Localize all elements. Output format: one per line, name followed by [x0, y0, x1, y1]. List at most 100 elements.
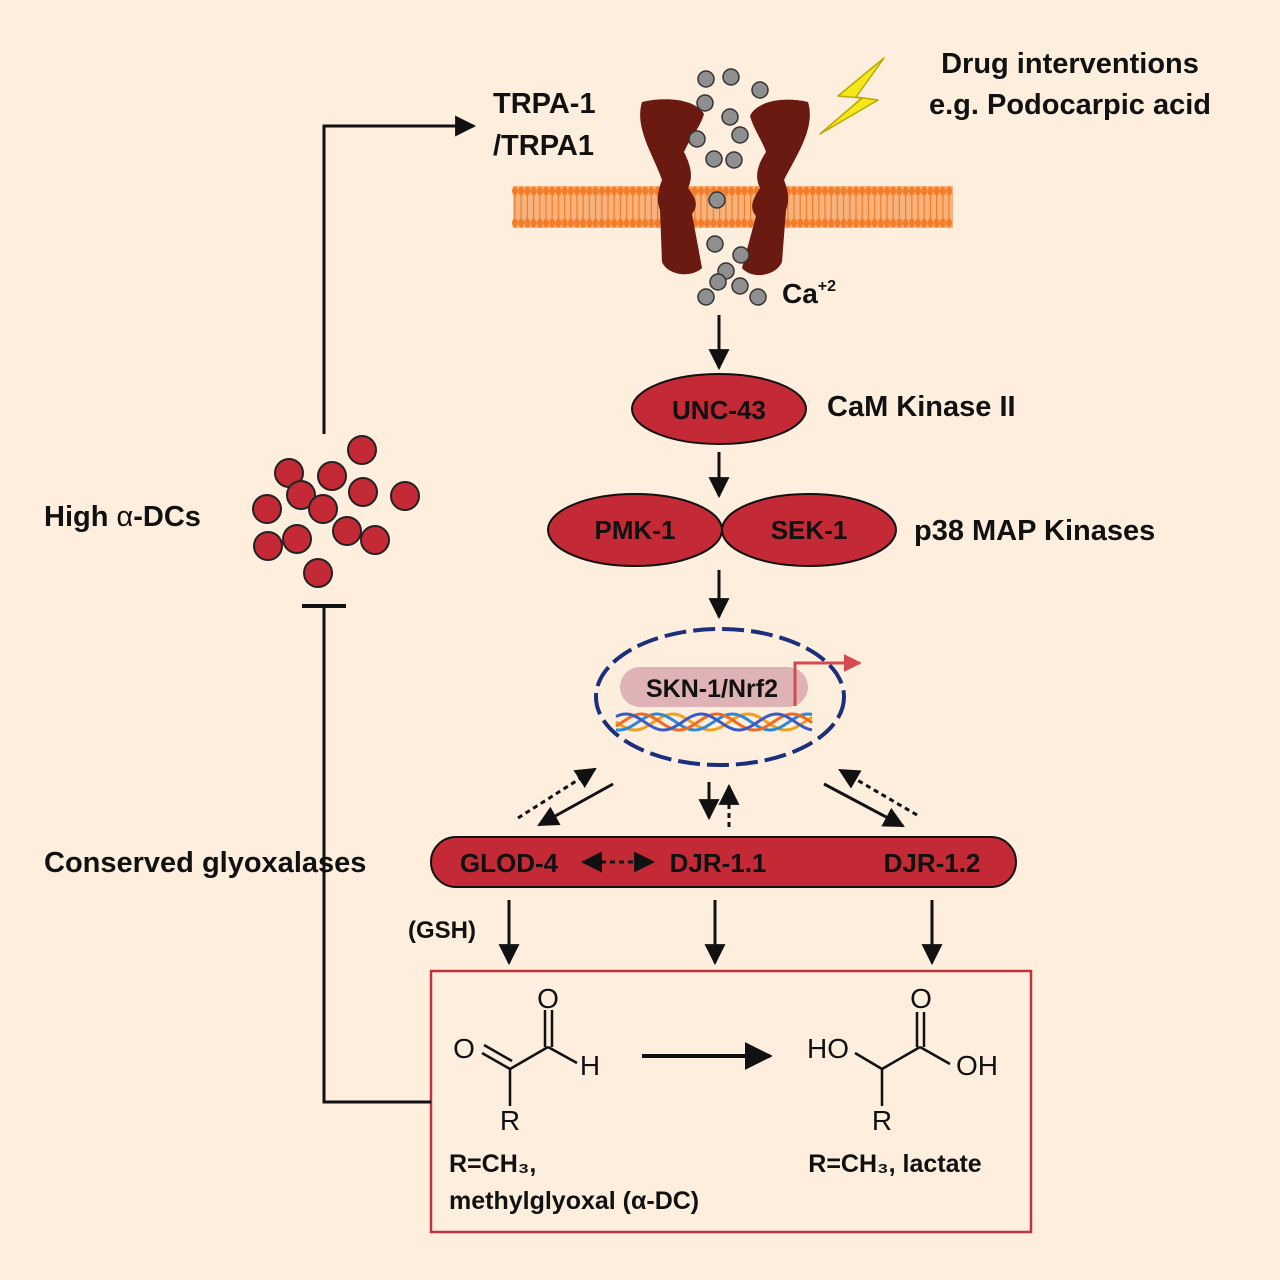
camk-label: CaM Kinase II — [827, 391, 1016, 423]
lipid-head — [791, 218, 797, 228]
lipid-head — [791, 186, 797, 196]
unc43-label: UNC-43 — [672, 395, 766, 425]
substrate-caption-line1: R=CH₃, — [449, 1150, 536, 1178]
lipid-head — [629, 218, 636, 228]
arrow-skn1-to-djr12 — [823, 782, 905, 828]
lipid-head — [543, 186, 549, 196]
product-caption: R=CH₃, lactate — [808, 1150, 982, 1178]
arrow-skn1-to-glod4 — [537, 782, 614, 827]
lipid-head — [828, 186, 835, 196]
channel-label-line2: /TRPA1 — [493, 130, 594, 162]
lipid-head — [741, 186, 748, 196]
lipid-head — [536, 218, 543, 228]
lipid-head — [512, 186, 518, 196]
lipid-head — [729, 186, 735, 196]
alpha-dc-molecule — [286, 480, 316, 510]
lipid-head — [580, 218, 587, 228]
lipid-head — [784, 218, 791, 228]
lipid-head — [549, 218, 556, 228]
lipid-head — [927, 186, 934, 196]
lipid-head — [741, 218, 748, 228]
lipid-head — [617, 186, 624, 196]
lipid-head — [598, 186, 605, 196]
calcium-ion — [696, 94, 714, 112]
lipid-head — [735, 186, 742, 196]
lipid-head — [884, 218, 890, 228]
alpha-dc-molecule — [348, 477, 378, 507]
lipid-head — [605, 186, 611, 196]
lightning-bolt-icon — [819, 57, 885, 135]
lipid-head — [729, 218, 735, 228]
lipid-head — [636, 218, 642, 228]
lipid-head — [629, 186, 636, 196]
lipid-head — [822, 186, 828, 196]
lipid-head — [871, 218, 878, 228]
substrate-caption-line2: methylglyoxal (α-DC) — [449, 1187, 699, 1215]
channel-label-line1: TRPA-1 — [493, 88, 596, 120]
lactate-structure — [854, 1012, 951, 1106]
lipid-head — [915, 186, 921, 196]
lipid-head — [859, 218, 866, 228]
glyoxalase-bar — [430, 836, 1017, 888]
lipid-head — [747, 218, 754, 228]
lipid-head — [896, 218, 903, 228]
product-acid-hydroxyl: OH — [956, 1050, 998, 1081]
calcium-ion — [688, 130, 706, 148]
alpha-dc-molecule — [332, 516, 362, 546]
product-hydroxyl: HO — [807, 1033, 849, 1064]
lipid-head — [567, 186, 574, 196]
nucleus-envelope — [594, 627, 846, 767]
alpha-dc-molecule — [347, 435, 377, 465]
sek1-node — [721, 493, 897, 567]
lipid-head — [623, 186, 630, 196]
lipid-head — [586, 218, 593, 228]
lipid-head — [561, 218, 568, 228]
lipid-head — [518, 186, 525, 196]
calcium-ion — [732, 246, 750, 264]
lipid-head — [704, 218, 711, 228]
lipid-head — [890, 218, 897, 228]
lipid-head — [574, 186, 580, 196]
lipid-head — [797, 186, 804, 196]
lipid-head — [648, 218, 655, 228]
glod4-label: GLOD-4 — [460, 848, 559, 878]
lipid-head — [822, 218, 828, 228]
calcium-ion — [749, 288, 767, 306]
alpha-dc-molecule — [252, 494, 282, 524]
alpha-dc-molecule — [360, 525, 390, 555]
lipid-head — [561, 186, 568, 196]
unc43-node — [631, 373, 807, 445]
lipid-head — [896, 186, 903, 196]
lipid-head — [598, 218, 605, 228]
lipid-head — [735, 218, 742, 228]
lipid-head — [946, 186, 952, 196]
lipid-head — [834, 218, 841, 228]
calcium-ion — [705, 150, 723, 168]
lipid-head — [704, 186, 711, 196]
lipid-head — [524, 218, 531, 228]
product-carbonyl-oxygen: O — [910, 983, 932, 1014]
sek1-label: SEK-1 — [771, 515, 848, 545]
lipid-head — [809, 186, 816, 196]
lipid-head — [853, 186, 859, 196]
lipid-head — [815, 186, 822, 196]
lipid-head — [530, 218, 537, 228]
lipid-head — [698, 218, 704, 228]
pmk1-label: PMK-1 — [595, 515, 676, 545]
lipid-head — [939, 218, 946, 228]
lipid-head — [921, 186, 928, 196]
lipid-head — [921, 218, 928, 228]
lipid-head — [642, 218, 649, 228]
channel-left-subunit — [640, 99, 704, 275]
lipid-head — [611, 186, 618, 196]
lipid-head — [648, 186, 655, 196]
lipid-head — [642, 186, 649, 196]
lipid-head — [524, 186, 531, 196]
substrate-ketone-oxygen: O — [453, 1033, 475, 1064]
lipid-head — [722, 186, 729, 196]
lipid-head — [586, 186, 593, 196]
lipid-head — [654, 218, 661, 228]
lipid-head — [877, 186, 884, 196]
